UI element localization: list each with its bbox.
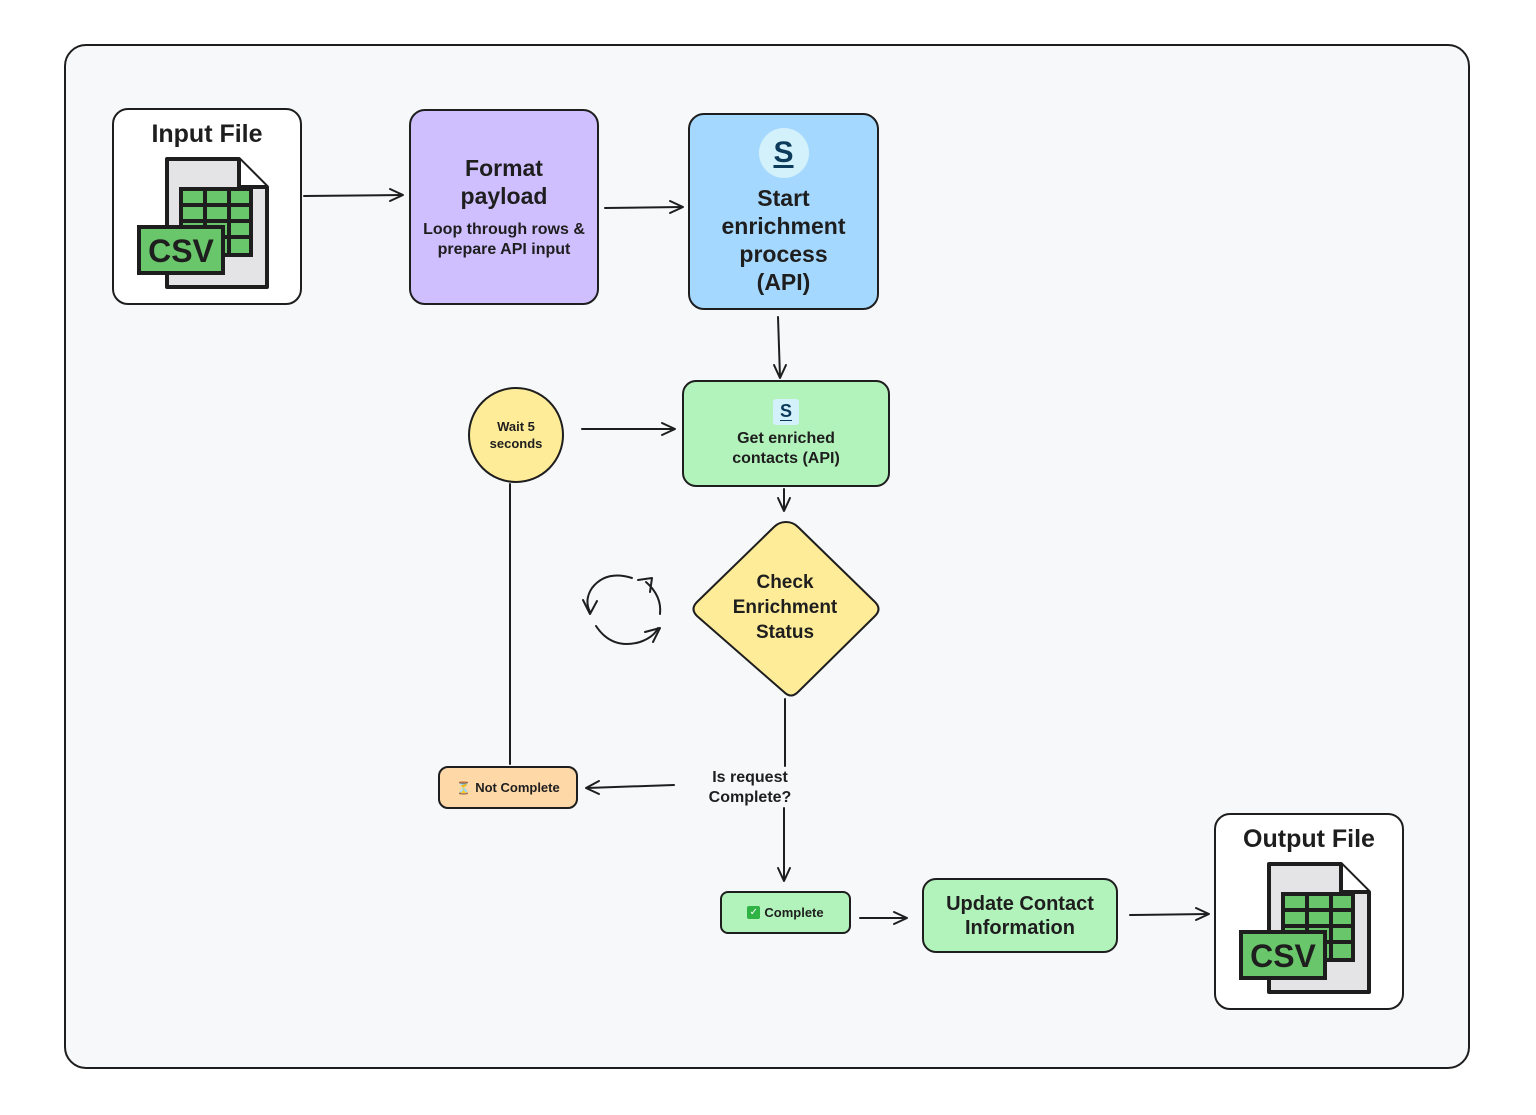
enrichment-logo-icon: S <box>758 127 809 178</box>
not-complete-node[interactable]: ⏳ Not Complete <box>438 766 578 809</box>
get-enriched-title: Get enriched contacts (API) <box>732 429 840 467</box>
get-enriched-node[interactable]: S Get enriched contacts (API) <box>682 380 890 487</box>
wait-node[interactable]: Wait 5 seconds <box>468 387 564 483</box>
format-payload-subtitle: Loop through rows & prepare API input <box>423 221 585 258</box>
check-box-icon: ✓ <box>747 906 761 919</box>
format-payload-title: Format payload <box>460 155 548 209</box>
update-contact-node[interactable]: Update Contact Information <box>922 878 1118 953</box>
input-file-title: Input File <box>151 120 263 148</box>
enrichment-logo-icon: S <box>773 398 799 425</box>
not-complete-label: Not Complete <box>475 780 560 795</box>
start-enrichment-title: Start enrichment process (API) <box>721 184 846 295</box>
check-status-label: Check Enrichment Status <box>732 572 838 643</box>
start-enrichment-node[interactable]: S Start enrichment process (API) <box>688 113 879 310</box>
csv-file-icon: CSV <box>137 157 269 289</box>
output-file-title: Output File <box>1243 825 1375 853</box>
csv-file-icon: CSV <box>1239 862 1371 994</box>
update-contact-title: Update Contact Information <box>946 892 1094 939</box>
hourglass-icon: ⏳ <box>456 780 472 795</box>
decision-label: Is request Complete? <box>698 768 802 808</box>
wait-label: Wait 5 seconds <box>489 419 543 451</box>
input-file-node[interactable]: Input File CSV <box>112 108 302 305</box>
output-file-node[interactable]: Output File CSV <box>1214 813 1404 1010</box>
input-csv-badge: CSV <box>148 233 214 269</box>
output-csv-badge: CSV <box>1250 938 1316 974</box>
complete-node[interactable]: ✓ Complete <box>720 891 851 934</box>
complete-label: Complete <box>764 905 824 920</box>
format-payload-node[interactable]: Format payload Loop through rows & prepa… <box>409 109 599 305</box>
